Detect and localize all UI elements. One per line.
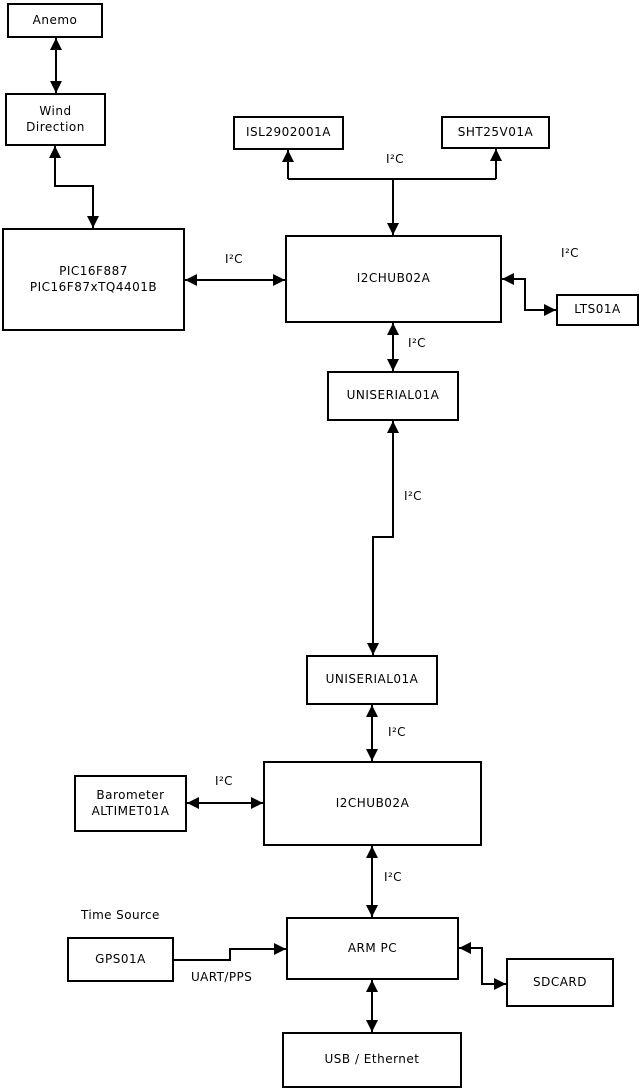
node-barometer-label-line2: ALTIMET01A — [91, 803, 170, 818]
edge-label-i2c-hub1-lts: I²C — [561, 246, 579, 260]
node-barometer-label-line1: Barometer — [96, 787, 165, 802]
node-i2chub02a-upper: I2CHUB02A — [285, 235, 502, 323]
node-barometer-altimet01a: Barometer ALTIMET01A — [74, 775, 187, 832]
node-sht25v01a: SHT25V01A — [441, 116, 550, 149]
node-sdcard-label: SDCARD — [532, 974, 588, 989]
label-time-source: Time Source — [81, 908, 160, 922]
edge-label-i2c-barometer-hub2: I²C — [215, 774, 233, 788]
node-gps01a-label: GPS01A — [95, 951, 146, 966]
edge-label-uart-pps: UART/PPS — [191, 970, 253, 984]
node-wind-direction-label-line1: Wind — [39, 103, 72, 118]
node-i2chub02a-lower-label: I2CHUB02A — [335, 795, 410, 810]
edge-winddirection-pic — [49, 146, 99, 228]
node-sht25v01a-label: SHT25V01A — [457, 124, 534, 139]
node-i2chub02a-upper-label: I2CHUB02A — [356, 271, 431, 286]
edge-armpc-sdcard — [459, 942, 506, 990]
node-pic16f887: PIC16F887 PIC16F87xTQ4401B — [2, 228, 185, 331]
node-lts01a-label: LTS01A — [574, 302, 621, 317]
node-uniserial01a-lower: UNISERIAL01A — [306, 655, 438, 705]
node-anemo: Anemo — [7, 3, 103, 38]
node-isl2902001a: ISL2902001A — [233, 116, 344, 150]
node-isl2902001a-label: ISL2902001A — [246, 125, 331, 140]
node-sdcard: SDCARD — [506, 958, 614, 1007]
edge-uniserial1-uniserial2-i2c — [367, 421, 399, 655]
edge-label-i2c-hub2-armpc: I²C — [384, 870, 402, 884]
node-arm-pc: ARM PC — [286, 917, 459, 980]
edge-label-i2c-bus-top: I²C — [386, 152, 404, 166]
edge-label-i2c-pic-hub1: I²C — [225, 252, 243, 266]
node-arm-pc-label: ARM PC — [347, 940, 398, 955]
edge-label-i2c-uniserial1-uniserial2: I²C — [404, 489, 422, 503]
node-uniserial01a-upper: UNISERIAL01A — [327, 371, 459, 421]
node-usb-ethernet: USB / Ethernet — [282, 1032, 462, 1088]
node-usb-ethernet-label: USB / Ethernet — [324, 1052, 420, 1067]
node-anemo-label: Anemo — [32, 12, 78, 27]
edge-label-i2c-uniserial2-hub2: I²C — [388, 725, 406, 739]
node-uniserial01a-upper-label: UNISERIAL01A — [346, 388, 440, 403]
edge-label-i2c-hub1-uniserial1: I²C — [408, 336, 426, 350]
node-uniserial01a-lower-label: UNISERIAL01A — [325, 672, 419, 687]
node-pic16f887-label-line2: PIC16F87xTQ4401B — [29, 279, 158, 294]
node-gps01a: GPS01A — [67, 937, 174, 982]
node-lts01a: LTS01A — [556, 294, 639, 326]
node-i2chub02a-lower: I2CHUB02A — [263, 761, 482, 846]
node-wind-direction: Wind Direction — [5, 93, 106, 146]
edge-hub1-lts-i2c — [502, 273, 556, 316]
node-pic16f887-label-line1: PIC16F887 — [59, 263, 128, 278]
node-wind-direction-label-line2: Direction — [26, 119, 85, 134]
edge-gps-armpc-uart — [174, 943, 286, 961]
